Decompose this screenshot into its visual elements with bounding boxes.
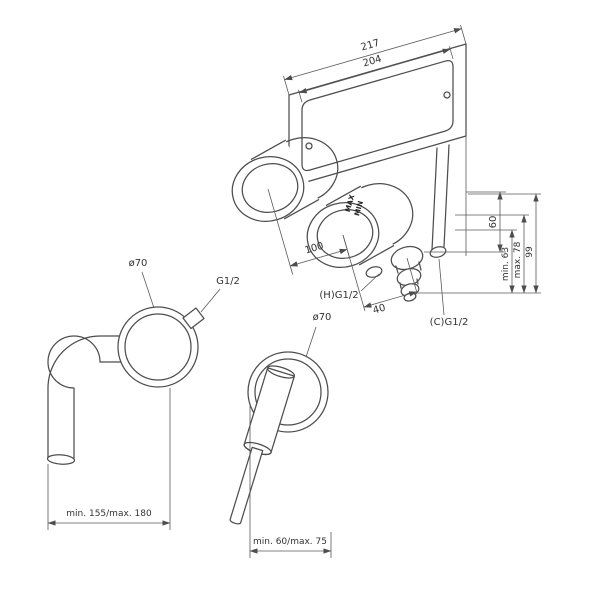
spout-thread-label: G1/2 [216,276,240,287]
handle-lever [229,446,264,525]
screw-hole-left [305,142,313,150]
handle-diameter-label: ø70 [313,312,332,323]
cold-connection-label: (C)G1/2 [430,317,469,328]
dim-204: 204 [362,54,383,70]
spout-reach-label: min. 155/max. 180 [66,509,152,519]
handle-projection-label: min. 60/max. 75 [253,537,327,547]
min-marking: MIN [353,200,365,217]
valve-left-face-inner [241,163,299,213]
dim-100: 100 [304,241,325,257]
spout-wall-flange-inner [124,313,192,381]
dim-max78: max. 78 [513,241,523,278]
spout-side-view: ø70 G1/2 min. 155/max. 180 [46,258,240,530]
cold-supply-pipe [431,144,450,251]
dim-99: 99 [525,246,535,258]
valve-left-body [250,139,320,220]
dim-100-line [289,248,348,267]
spout-wall-flange-outer [117,306,199,388]
assembly-view: MAX MIN 217 204 100 40 60 min. 63 max. 7… [231,24,541,328]
dim-min63: min. 63 [501,247,511,281]
handle-diameter-leader [305,326,317,358]
hot-connection-label: (H)G1/2 [319,290,358,301]
spout-tip-opening [46,454,76,465]
spout-diameter-label: ø70 [129,258,148,269]
hot-leader [360,273,380,292]
handle-wall-flange-inner [254,358,322,426]
valve-right-face-inner [316,209,374,259]
spout-diameter-leader [141,271,155,309]
ext-40 [342,234,418,312]
handle-side-view: ø70 min. 60/max. 75 [229,312,332,558]
valve-right-body [325,185,395,266]
spout-thread-nub [182,307,205,330]
dim-40-line [363,291,418,308]
dim-217: 217 [360,38,381,54]
cold-leader [438,258,445,316]
spout-reach-ext [47,388,171,530]
outlet-neck [395,261,422,274]
dim-40: 40 [372,303,387,317]
dim-60: 60 [488,216,499,229]
outlet-neck-2 [399,278,419,289]
handle-top-cap [266,365,296,379]
dim-204-line [298,48,451,94]
spout-thread-leader [200,288,221,313]
hot-connection-fitting [365,266,383,278]
handle-lever-group [229,365,296,525]
